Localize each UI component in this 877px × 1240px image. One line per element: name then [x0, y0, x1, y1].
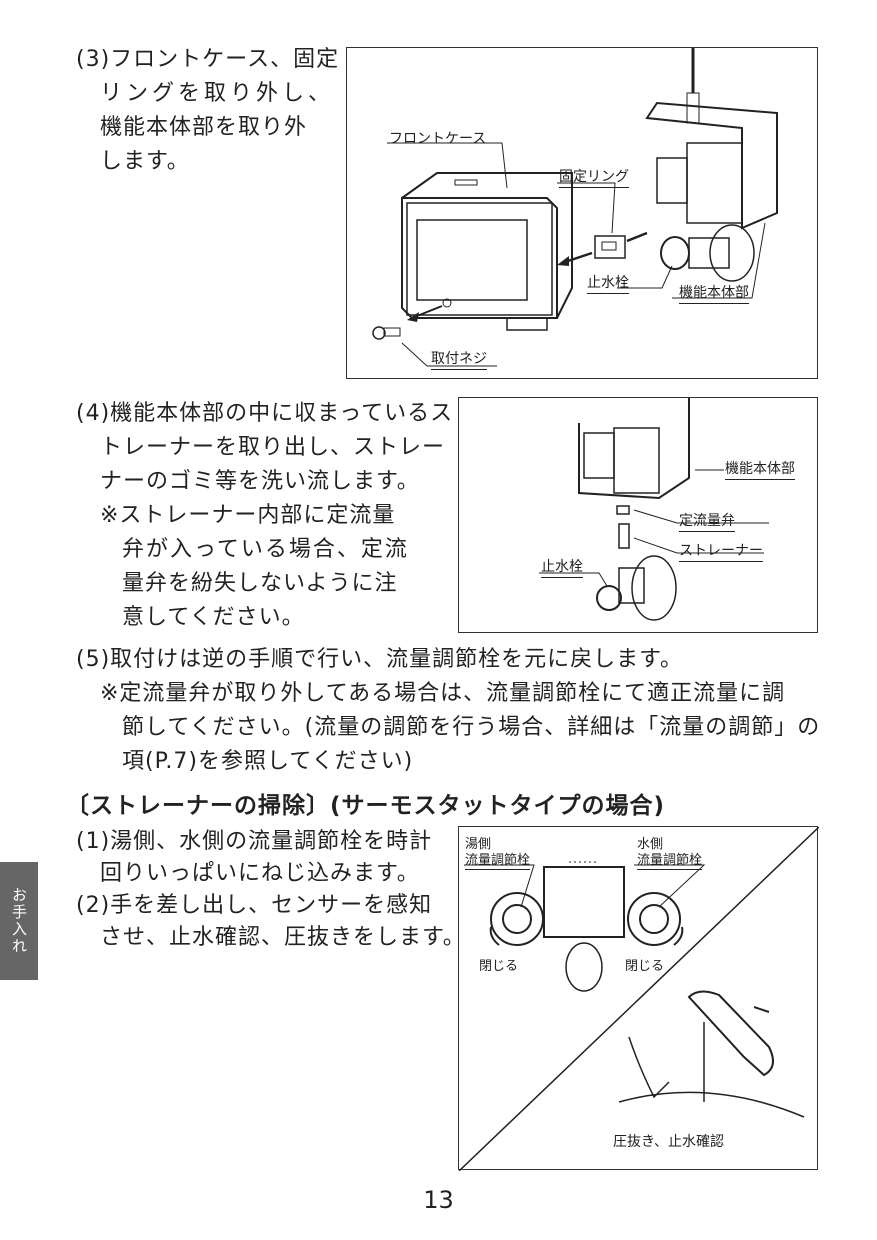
- step4-note-3: 量弁を紛失しないように注: [122, 571, 398, 596]
- strainer-illustration: [539, 398, 769, 621]
- label-hot-side: 湯側: [465, 837, 492, 852]
- label-main-unit-2: 機能本体部: [725, 458, 795, 480]
- label-flow-valve: 定流量弁: [679, 510, 735, 532]
- label-cold-side: 水側: [637, 837, 664, 852]
- thermo-faucet-illustration: [459, 827, 819, 1171]
- step3-line-2: リングを取り外し、: [100, 81, 335, 106]
- label-pressure-release: 圧抜き、止水確認: [613, 1134, 725, 1150]
- label-front-case: フロントケース: [389, 131, 487, 147]
- label-screw: 取付ネジ: [431, 348, 487, 370]
- label-close-left: 閉じる: [479, 959, 519, 974]
- thermo-step1-line-1: (1)湯側、水側の流量調節栓を時計: [76, 829, 433, 854]
- step5-note-2: 節してください。(流量の調節を行う場合、詳細は「流量の調節」の: [122, 715, 821, 740]
- figure-strainer-removal: 機能本体部 定流量弁 ストレーナー 止水栓: [458, 397, 818, 633]
- step4-line-2: トレーナーを取り出し、ストレー: [100, 435, 446, 460]
- thermo-step1-line-2: 回りいっぱいにねじ込みます。: [100, 861, 420, 886]
- step3-line-3: 機能本体部を取り外: [100, 115, 308, 140]
- label-stop-valve: 止水栓: [587, 272, 629, 294]
- label-stop-valve-2: 止水栓: [541, 556, 583, 578]
- figure-thermo-faucet: 湯側 流量調節栓 水側 流量調節栓 閉じる 閉じる 圧抜き、止水確認: [458, 826, 819, 1171]
- step3-line-4: します。: [100, 149, 190, 174]
- step5-note-1: ※定流量弁が取り外してある場合は、流量調節栓にて適正流量に調: [100, 681, 786, 706]
- label-cold-flow: 流量調節栓: [637, 849, 703, 870]
- thermo-step2-line-2: させ、止水確認、圧抜きをします。: [100, 925, 466, 950]
- front-case-illustration: [372, 48, 778, 367]
- side-tab-care: お手入れ: [0, 862, 38, 980]
- step4-line-3: ナーのゴミ等を洗い流します。: [100, 469, 420, 494]
- step3-line-1: (3)フロントケース、固定: [76, 47, 340, 72]
- step4-note-1: ※ストレーナー内部に定流量: [100, 503, 396, 528]
- label-fixing-ring: 固定リング: [559, 166, 629, 188]
- figure-front-case-removal: フロントケース 固定リング 止水栓 機能本体部 取付ネジ: [346, 47, 818, 379]
- label-strainer: ストレーナー: [679, 540, 763, 562]
- label-main-unit: 機能本体部: [679, 282, 749, 304]
- step5-line: (5)取付けは逆の手順で行い、流量調節栓を元に戻します。: [76, 647, 683, 672]
- step4-note-4: 意してください。: [122, 605, 305, 630]
- step5-note-3: 項(P.7)を参照してください): [122, 749, 414, 774]
- page-number: 13: [423, 1186, 454, 1214]
- step4-line-1: (4)機能本体部の中に収まっているス: [76, 401, 454, 426]
- label-hot-flow: 流量調節栓: [465, 849, 531, 870]
- thermo-step2-line-1: (2)手を差し出し、センサーを感知: [76, 893, 433, 918]
- section-heading: 〔ストレーナーの掃除〕(サーモスタットタイプの場合): [66, 793, 666, 819]
- label-close-right: 閉じる: [625, 959, 665, 974]
- step4-note-2: 弁が入っている場合、定流: [122, 537, 409, 562]
